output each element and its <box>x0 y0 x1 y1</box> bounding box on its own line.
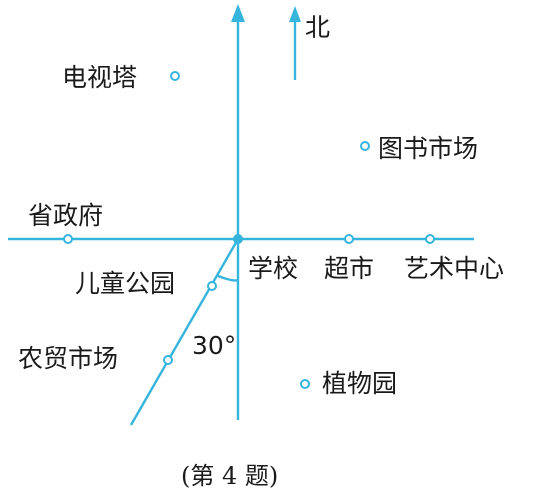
children-park-point <box>207 281 217 291</box>
school-label: 学校 <box>248 254 298 283</box>
school-point <box>233 234 243 244</box>
supermarket-point <box>344 234 354 244</box>
angle-arc <box>217 274 239 282</box>
tv-tower-point <box>170 71 180 81</box>
vertical-axis-arrow <box>231 4 245 22</box>
art-center-point <box>425 234 435 244</box>
gov-point <box>63 234 73 244</box>
north-arrow-head <box>289 6 301 22</box>
north-label: 北 <box>305 13 330 42</box>
botanical-label: 植物园 <box>322 369 397 398</box>
caption: (第 4 题) <box>181 462 278 490</box>
children-park-label: 儿童公园 <box>75 269 175 298</box>
diagonal-road <box>129 238 240 426</box>
farm-market-point <box>163 355 173 365</box>
art-center-label: 艺术中心 <box>404 254 504 283</box>
tv-tower-label: 电视塔 <box>62 63 137 92</box>
book-market-point <box>360 141 370 151</box>
book-market-label: 图书市场 <box>378 134 478 163</box>
gov-label: 省政府 <box>28 201 103 230</box>
supermarket-label: 超市 <box>324 254 374 283</box>
angle-label: 30° <box>192 331 236 360</box>
botanical-point <box>300 379 310 389</box>
farm-market-label: 农贸市场 <box>18 344 118 373</box>
